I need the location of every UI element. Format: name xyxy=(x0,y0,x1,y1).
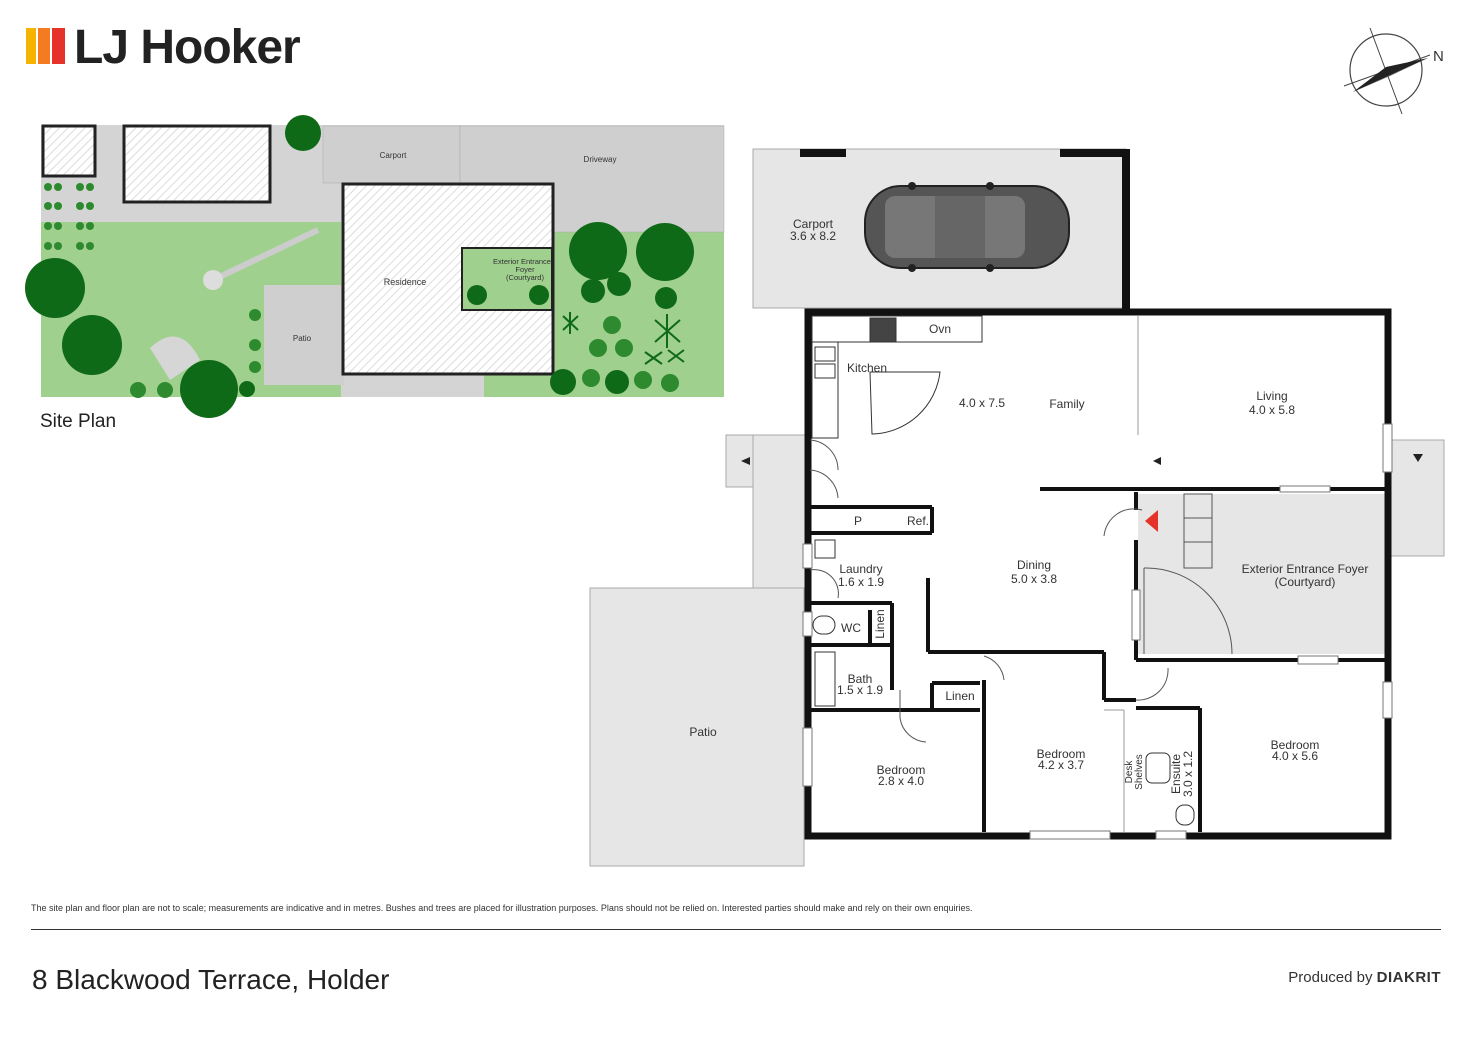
produced-by-prefix: Produced by xyxy=(1288,969,1373,986)
laundry-name: Laundry xyxy=(839,562,882,576)
carport-dims: 3.6 x 8.2 xyxy=(790,229,836,243)
kitchen-dims: 4.0 x 7.5 xyxy=(959,396,1005,410)
family-name: Family xyxy=(1049,397,1084,411)
oven-label: Ovn xyxy=(929,322,951,336)
produced-by-brand: DIAKRIT xyxy=(1376,969,1441,986)
carport-name: Carport xyxy=(793,217,834,231)
site-residence-label: Residence xyxy=(384,277,427,287)
shelves-label: Shelves xyxy=(1134,754,1145,790)
car-icon xyxy=(864,182,1070,272)
bedroom1-name: Bedroom xyxy=(877,763,926,777)
site-plan: Carport Driveway Residence Exterior Entr… xyxy=(25,115,725,418)
floor-plan: Carport 3.6 x 8.2 Ovn Kitchen 4.0 x 7.5 … xyxy=(589,148,1445,867)
arrow-icon xyxy=(1153,457,1161,465)
bath-dims: 1.5 x 1.9 xyxy=(837,683,883,697)
foyer-sub: (Courtyard) xyxy=(1275,575,1336,589)
site-patio-label: Patio xyxy=(293,334,312,343)
bedroom3-name: Bedroom xyxy=(1271,738,1320,752)
disclaimer: The site plan and floor plan are not to … xyxy=(31,903,973,913)
logo-stripe-3 xyxy=(52,28,65,64)
bedroom1-dims: 2.8 x 4.0 xyxy=(878,774,924,788)
living-dims: 4.0 x 5.8 xyxy=(1249,403,1295,417)
ensuite-name: Ensuite xyxy=(1169,754,1183,794)
dining-name: Dining xyxy=(1017,558,1051,572)
foyer-name: Exterior Entrance Foyer xyxy=(1242,562,1369,576)
produced-by: Produced by DIAKRIT xyxy=(1288,969,1441,986)
living-name: Living xyxy=(1256,389,1287,403)
site-plan-title: Site Plan xyxy=(40,411,117,432)
dining-dims: 5.0 x 3.8 xyxy=(1011,572,1057,586)
wc-label: WC xyxy=(841,621,861,635)
site-carport-label: Carport xyxy=(380,151,407,160)
compass-icon: N xyxy=(1343,27,1444,115)
arrow-icon xyxy=(1413,454,1423,462)
site-foyer-label-3: (Courtyard) xyxy=(506,273,544,282)
property-address: 8 Blackwood Terrace, Holder xyxy=(32,964,390,995)
site-foyer-label-1: Exterior Entrance xyxy=(493,257,551,266)
compass-north-label: N xyxy=(1433,48,1444,65)
laundry-dims: 1.6 x 1.9 xyxy=(838,575,884,589)
site-foyer-label-2: Foyer xyxy=(515,265,535,274)
linen-label-1: Linen xyxy=(873,609,887,638)
bedroom3-dims: 4.0 x 5.6 xyxy=(1272,749,1318,763)
arrow-icon xyxy=(741,457,750,465)
logo-stripe-2 xyxy=(38,28,50,64)
brand-name: LJ Hooker xyxy=(74,21,301,74)
site-driveway-label: Driveway xyxy=(584,155,617,164)
kitchen-name: Kitchen xyxy=(847,361,887,375)
logo-stripe-1 xyxy=(26,28,36,64)
entrance-arrow-icon xyxy=(1145,510,1158,532)
fridge-label: Ref. xyxy=(907,514,929,528)
footer-divider xyxy=(31,929,1441,930)
patio-label: Patio xyxy=(689,725,717,739)
desk-label: Desk xyxy=(1124,760,1135,784)
ensuite-dims: 3.0 x 1.2 xyxy=(1181,751,1195,797)
bedroom2-dims: 4.2 x 3.7 xyxy=(1038,758,1084,772)
linen-label-2: Linen xyxy=(945,689,974,703)
bath-name: Bath xyxy=(848,672,873,686)
bedroom2-name: Bedroom xyxy=(1037,747,1086,761)
pantry-label: P xyxy=(854,514,862,528)
